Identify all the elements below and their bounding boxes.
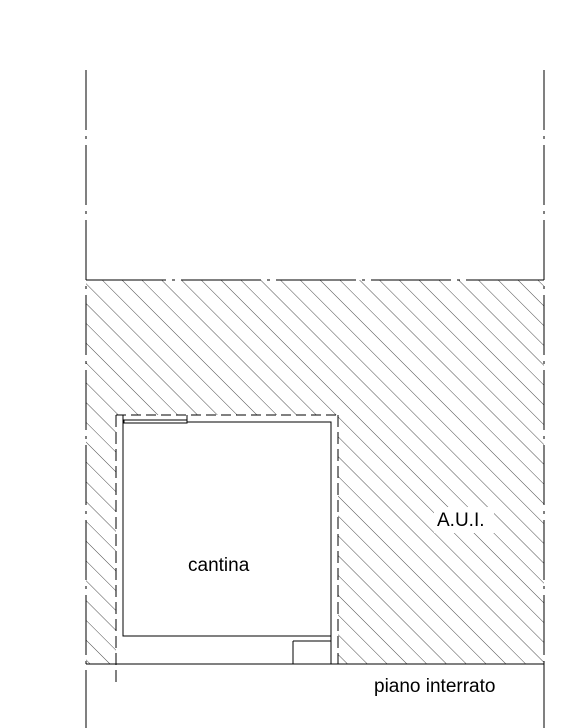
room-label: cantina — [188, 555, 250, 576]
common-area-label-bg — [434, 507, 494, 533]
floor-label: piano interrato — [374, 676, 495, 697]
floor-strip — [86, 663, 545, 728]
cellar-dashed-boundary — [115, 414, 339, 686]
cellar-walls — [122, 415, 332, 664]
common-area-label: A.U.I. — [437, 510, 485, 531]
